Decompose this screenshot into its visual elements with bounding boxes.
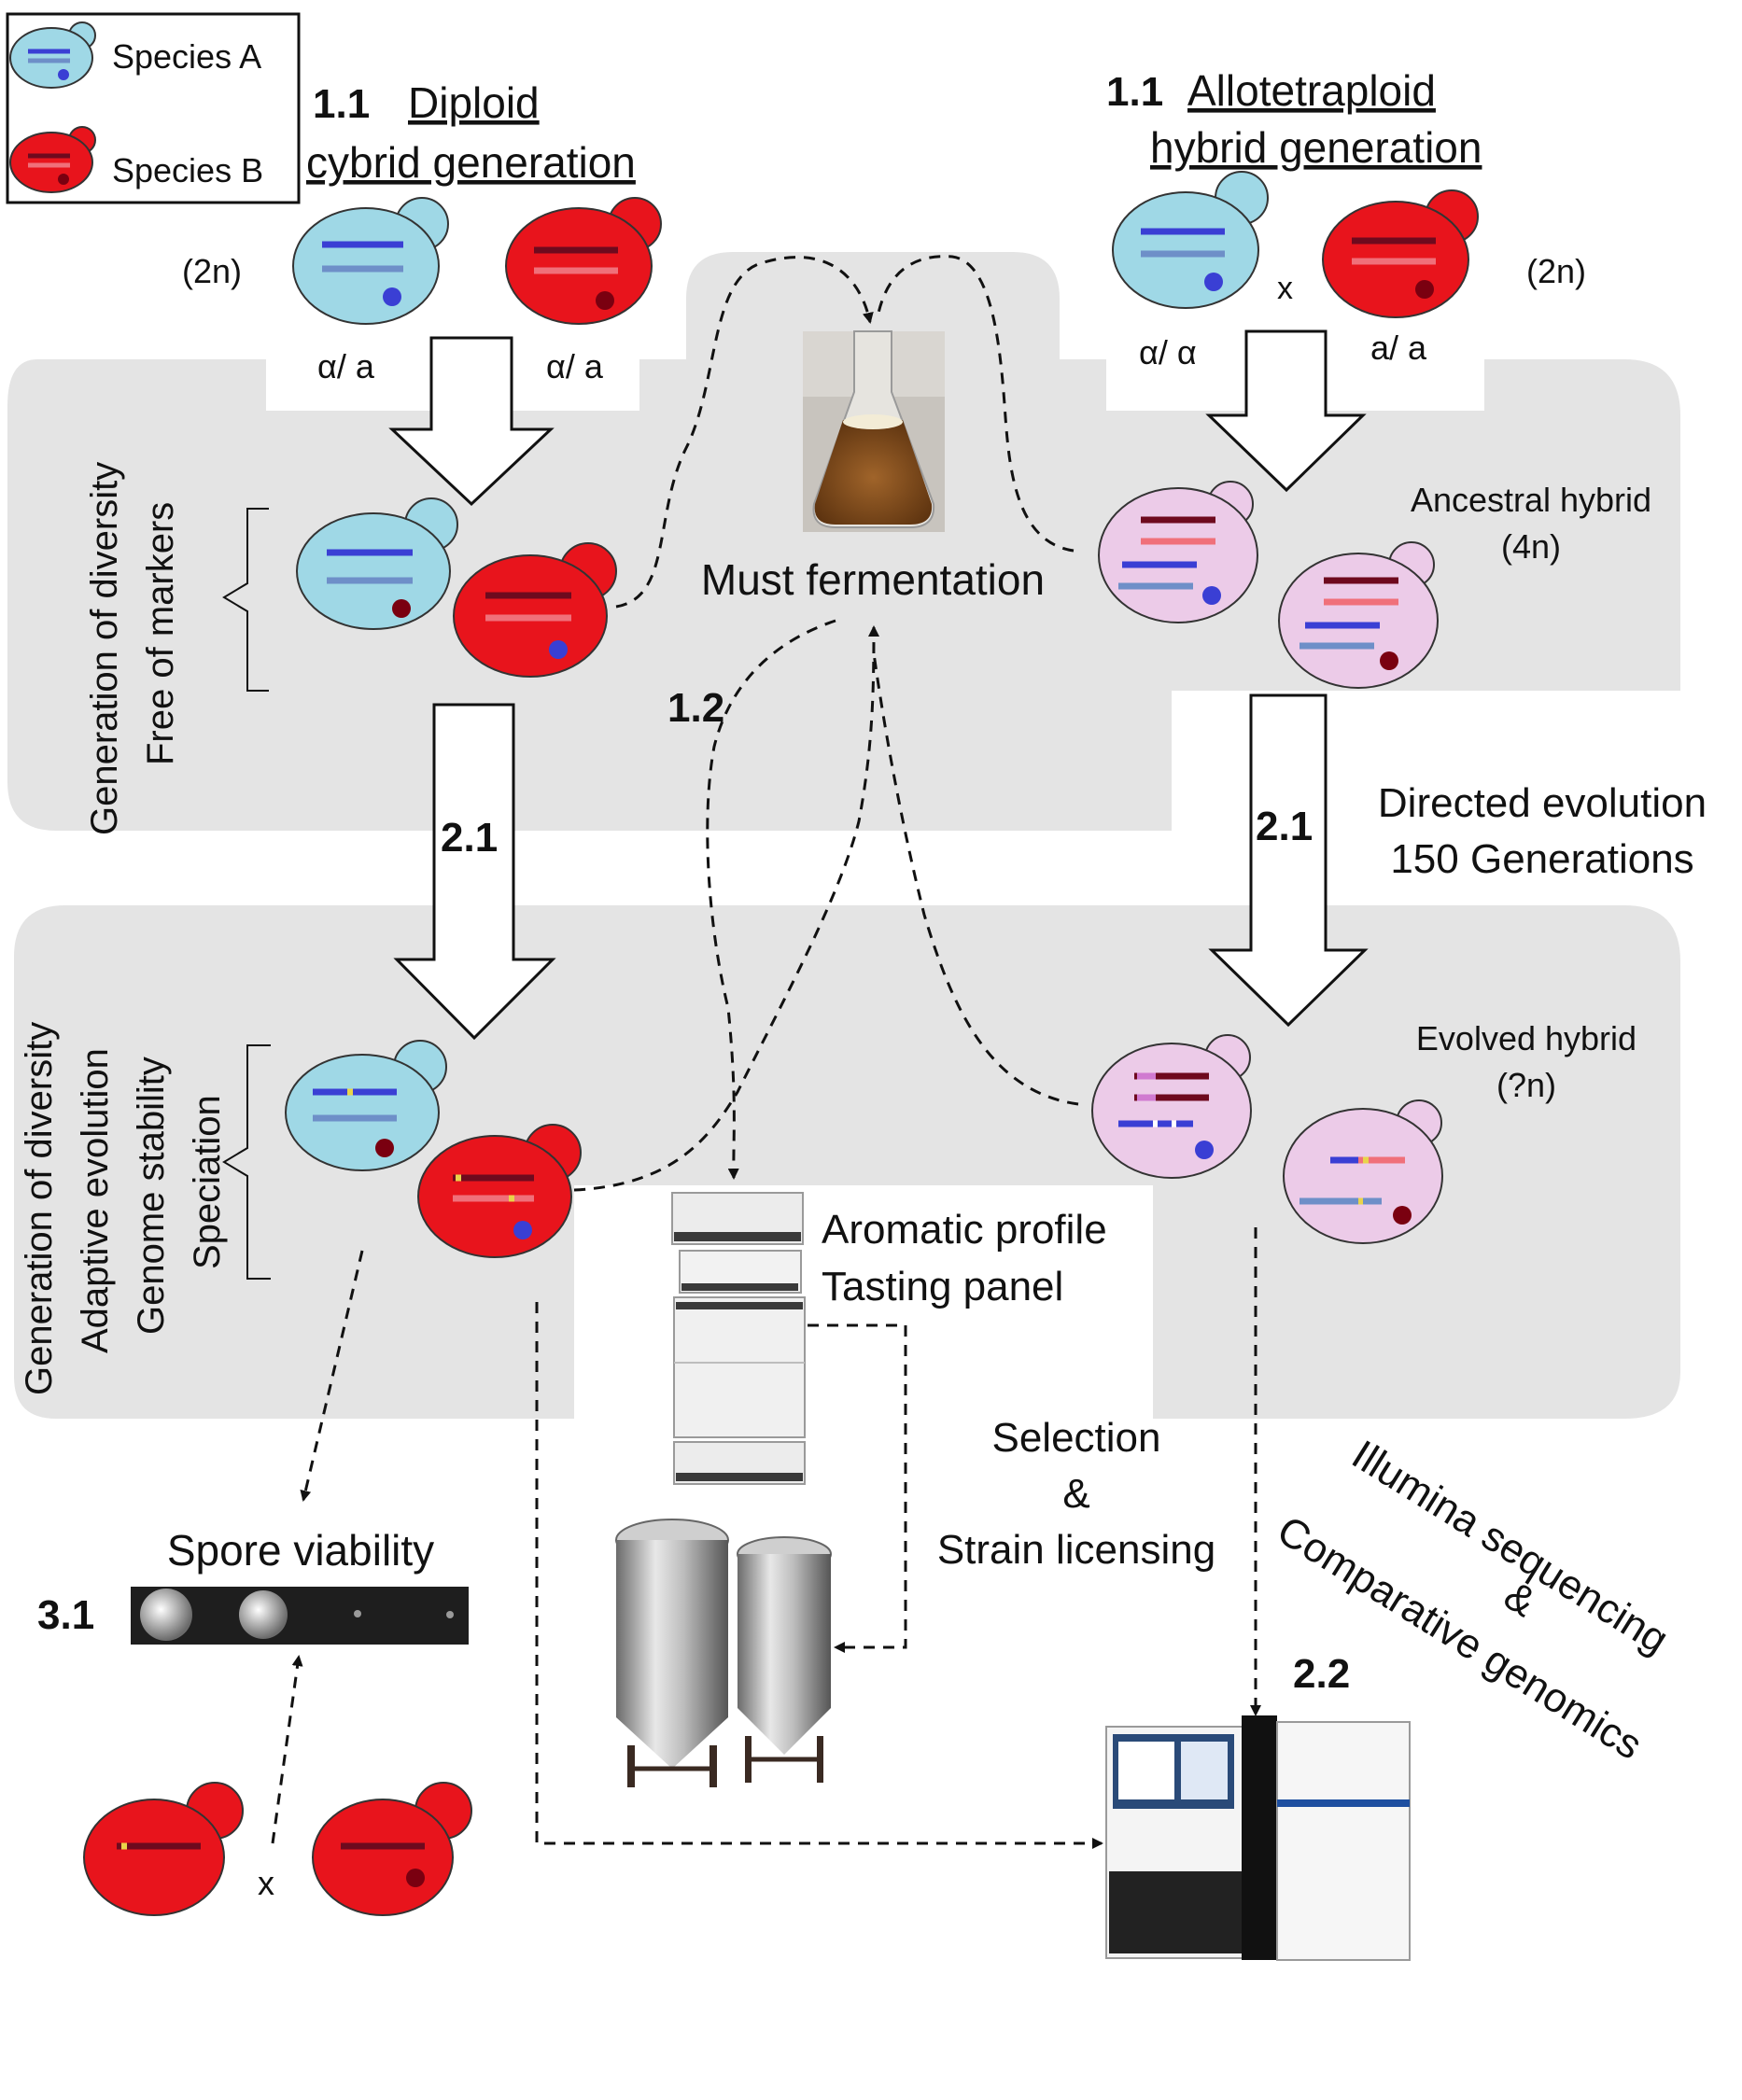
step-3-1-label: 3.1 (37, 1592, 94, 1638)
bottom-panel-side-label-line1: Generation of diversity (19, 1022, 60, 1395)
right-step-number: 1.1 (1106, 69, 1163, 115)
ancestral-hybrid-label-line1: Ancestral hybrid (1411, 481, 1651, 519)
left-ploidy-label: (2n) (182, 252, 242, 290)
spore-cross-cell-right (312, 1782, 472, 1916)
connector-evolved-to-flask (872, 652, 1079, 1106)
top-left-cybrid-a-cell (296, 497, 458, 630)
selection-label-line2: & (1062, 1471, 1089, 1517)
bottom-panel-side-label-line3: Genome stability (131, 1057, 172, 1335)
left-species-b-parent-cell (505, 197, 662, 325)
fermentation-step-label: 1.2 (667, 685, 724, 731)
ancestral-hybrid-cell-2 (1278, 541, 1439, 689)
right-species-b-parent-cell (1322, 189, 1479, 318)
connector-hybrid-to-flask (876, 255, 1075, 553)
evolved-hybrid-label-line1: Evolved hybrid (1416, 1019, 1637, 1057)
top-left-cybrid-b-cell (453, 542, 617, 678)
directed-evolution-line2: 150 Generations (1390, 836, 1693, 882)
top-left-bracket (222, 508, 269, 692)
top-panel-background (7, 252, 1680, 831)
right-step-title-line1: Allotetraploid (1187, 66, 1436, 115)
evolved-hybrid-cell-1 (1091, 1034, 1252, 1179)
right-hollow-arrow-bottom (1208, 693, 1369, 1028)
connector-cross-to-spore (271, 1655, 303, 1844)
spore-viability-label: Spore viability (167, 1526, 434, 1575)
connector-flask-to-hplc (706, 619, 836, 1180)
aromatic-profile-label-line1: Aromatic profile (822, 1207, 1107, 1253)
left-step-title-line2: cybrid generation (306, 138, 636, 187)
right-mating-type-a: α/ α (1139, 333, 1197, 371)
ancestral-hybrid-label-line2: (4n) (1501, 527, 1561, 566)
aromatic-profile-label-line2: Tasting panel (822, 1264, 1063, 1309)
spore-cross-symbol: x (258, 1864, 274, 1902)
selection-label-line3: Strain licensing (937, 1527, 1215, 1573)
connector-cybrid-to-spore (300, 1250, 364, 1502)
connector-cybrid-to-flask-return (573, 625, 879, 1192)
right-mating-type-b: a/ a (1370, 329, 1427, 367)
left-step-number: 1.1 (313, 81, 370, 127)
fermentation-flask-image (803, 330, 945, 532)
evolved-hybrid-label-line2: (?n) (1496, 1066, 1556, 1104)
illumina-sequencer-image (1105, 1715, 1411, 1961)
left-hollow-arrow-bottom (393, 703, 556, 1041)
illumina-label-line1: Illumina sequencing (1344, 1432, 1677, 1663)
step-2-2-label: 2.2 (1293, 1651, 1350, 1697)
must-fermentation-label: Must fermentation (701, 555, 1045, 604)
legend-species-a-label: Species A (112, 37, 261, 76)
spore-cross-cell-left (83, 1782, 244, 1916)
bottom-panel-background (14, 905, 1680, 1419)
right-hollow-arrow-top (1205, 329, 1367, 493)
connector-cybrid-to-sequencer (535, 1302, 1103, 1849)
right-cross-symbol: x (1277, 271, 1293, 306)
bottom-left-cybrid-a-cell (285, 1040, 447, 1171)
selection-label-line1: Selection (991, 1415, 1160, 1461)
dashed-connectors (271, 255, 1261, 1849)
connector-left-cybrid-to-flask (615, 256, 874, 609)
hplc-instrument-image (671, 1192, 806, 1485)
spore-viability-plate-image (131, 1587, 469, 1645)
connector-hplc-to-tank (808, 1323, 907, 1653)
evolved-hybrid-cell-2 (1283, 1099, 1443, 1244)
left-species-a-parent-cell (292, 197, 449, 325)
legend-species-a-cell-icon (9, 21, 96, 89)
left-mating-type-a: α/ a (317, 347, 375, 385)
right-species-a-parent-cell (1112, 171, 1269, 309)
bottom-left-cybrid-b-cell (417, 1124, 582, 1258)
right-step-2-1-label: 2.1 (1256, 804, 1313, 849)
left-mating-type-b: α/ a (546, 347, 604, 385)
ancestral-hybrid-cell-1 (1098, 481, 1258, 623)
directed-evolution-line1: Directed evolution (1378, 780, 1707, 826)
fermentation-tanks-image (615, 1519, 832, 1787)
left-hollow-arrow-top (388, 336, 555, 507)
left-step-2-1-label: 2.1 (441, 815, 498, 861)
right-ploidy-label: (2n) (1526, 252, 1586, 290)
left-step-title-line1: Diploid (408, 78, 540, 127)
bottom-left-bracket (222, 1044, 271, 1280)
legend-species-b-label: Species B (112, 151, 263, 189)
top-panel-side-label-line2: Free of markers (140, 502, 181, 765)
bottom-panel-side-label-line4: Speciation (187, 1095, 228, 1269)
bottom-panel-side-label-line2: Adaptive evolution (75, 1048, 116, 1353)
legend-species-b-cell-icon (9, 126, 96, 193)
top-panel-side-label-line1: Generation of diversity (84, 462, 125, 835)
right-step-title-line2: hybrid generation (1150, 123, 1482, 172)
